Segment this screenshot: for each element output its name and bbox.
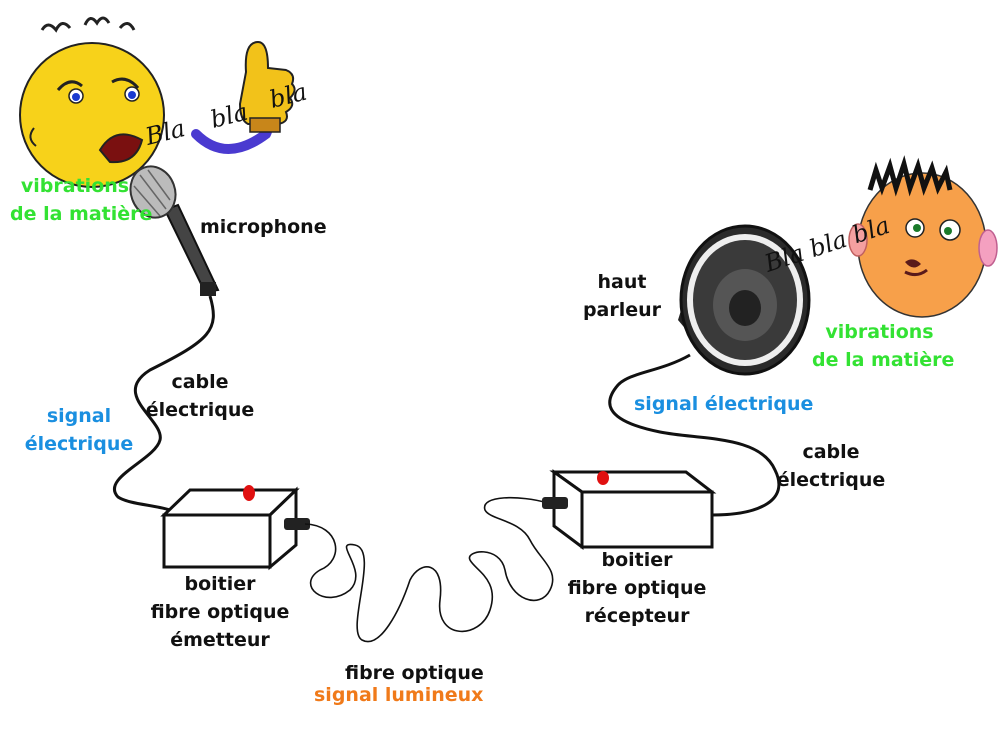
label-signal-electric-right: signal électrique <box>634 393 814 415</box>
label-cable-right: cable électrique <box>776 438 886 494</box>
label-line: vibrations <box>20 175 130 197</box>
label-receiver: boitier fibre optique récepteur <box>562 546 712 630</box>
loudspeaker-icon <box>678 224 811 376</box>
label-fiber: fibre optique <box>345 662 484 684</box>
label-light-signal: signal lumineux <box>314 684 484 706</box>
label-line: de la matière <box>812 349 955 371</box>
label-line: électrique <box>145 399 255 421</box>
label-signal-electric-left: signal électrique <box>24 402 134 458</box>
speaking-face-left-icon <box>19 16 165 188</box>
label-line: haut <box>597 271 647 293</box>
speech-bla-2: bla <box>208 98 251 134</box>
label-cable-left: cable électrique <box>140 368 260 424</box>
label-line: émetteur <box>170 629 270 651</box>
label-line: fibre optique <box>567 577 707 599</box>
label-line: boitier <box>601 549 673 571</box>
label-line: vibrations <box>825 321 934 343</box>
electric-cable-right <box>608 353 781 517</box>
receiver-box <box>542 469 717 550</box>
label-emitter: boitier fibre optique émetteur <box>145 570 295 654</box>
microphone-icon <box>129 165 220 296</box>
label-line: parleur <box>582 299 662 321</box>
label-vibrations-left: vibrations de la matière <box>10 172 153 228</box>
label-line: cable <box>802 441 860 463</box>
electric-cable-left <box>113 295 215 514</box>
optical-fiber-cable <box>304 496 554 643</box>
label-line: électrique <box>776 469 886 491</box>
label-line: fibre optique <box>150 601 290 623</box>
label-vibrations-right: vibrations de la matière <box>812 318 955 374</box>
label-line: récepteur <box>584 605 690 627</box>
label-line: signal <box>46 405 112 427</box>
label-loudspeaker: haut parleur <box>582 268 662 324</box>
emitter-box <box>160 485 310 571</box>
led-emitter-icon <box>243 485 255 501</box>
label-microphone: microphone <box>200 216 327 238</box>
led-receiver-icon <box>597 471 609 485</box>
listening-face-right-icon <box>848 155 998 318</box>
label-line: de la matière <box>10 203 153 225</box>
label-line: électrique <box>24 433 134 455</box>
thumbs-up-hand-icon <box>191 40 296 154</box>
label-line: boitier <box>184 573 256 595</box>
label-line: cable <box>171 371 229 393</box>
